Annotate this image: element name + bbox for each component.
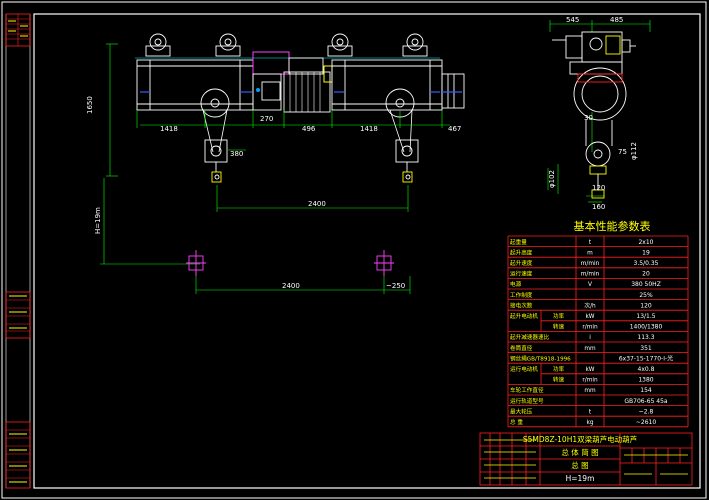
dim-1418-a: 1418 bbox=[160, 125, 178, 133]
dim-2400-b: 2400 bbox=[282, 282, 300, 290]
table-row-label: 工作制度 bbox=[510, 291, 533, 299]
side-dim-phi112: φ112 bbox=[630, 142, 638, 160]
table-row-label: 电源 bbox=[510, 280, 522, 288]
left-hoist-body bbox=[136, 59, 254, 111]
left-top-block bbox=[5, 13, 31, 47]
table-row-unit: r/min bbox=[582, 325, 598, 331]
table-row-unit: mm bbox=[584, 388, 596, 394]
side-dim-30: 30 bbox=[584, 114, 593, 122]
table-row-value: 3.5/0.35 bbox=[634, 260, 659, 267]
left-bottom-block bbox=[5, 421, 31, 489]
table-row-label: 卷筒直径 bbox=[510, 344, 533, 352]
table-row-label: 接电次数 bbox=[510, 301, 533, 309]
parameter-table: 基本性能参数表 起重量 t 2x10 起升高度 m 19 起升速度 m/min 3.5/0.35… bbox=[507, 219, 689, 428]
table-row-unit: m/min bbox=[581, 272, 600, 278]
table-row-value: 351 bbox=[640, 345, 652, 352]
side-dim-160: 160 bbox=[592, 203, 605, 211]
table-row-sublabel: 转速 bbox=[553, 323, 565, 331]
table-row-label: 起升电动机 bbox=[510, 312, 538, 320]
table-row-value: 120 bbox=[640, 302, 652, 309]
table-row-label: 总 重 bbox=[510, 418, 523, 426]
hoist-front-view bbox=[135, 33, 465, 183]
title-block bbox=[479, 432, 693, 486]
table-row-unit: m bbox=[587, 250, 593, 256]
left-middle-block bbox=[5, 291, 31, 339]
trolley-wheels bbox=[145, 33, 428, 57]
dim-1418-b: 1418 bbox=[360, 125, 378, 133]
table-row-unit: mm bbox=[584, 346, 596, 352]
dim-380: 380 bbox=[230, 150, 243, 158]
table-row-value: 1380 bbox=[638, 377, 653, 384]
table-title: 基本性能参数表 bbox=[574, 219, 651, 233]
table-row-sublabel: 功率 bbox=[553, 365, 565, 373]
table-row-value: 154 bbox=[640, 387, 652, 394]
table-row-unit: kg bbox=[586, 420, 593, 426]
table-row-value: 1400/1380 bbox=[630, 324, 663, 331]
dim-lift-height: H=19m bbox=[94, 207, 102, 234]
table-row-value: 113.3 bbox=[637, 334, 654, 341]
title-line3: 总 图 bbox=[571, 460, 588, 470]
side-dim-phi102: φ102 bbox=[548, 170, 556, 188]
title-lift: H=19m bbox=[566, 474, 595, 483]
table-row-value: GB706-65 45a bbox=[624, 398, 668, 405]
table-row-value: 19 bbox=[642, 249, 650, 256]
side-view: 545 485 30 75 φ112 φ102 120 160 bbox=[547, 16, 651, 211]
table-row-value: 4x0.8 bbox=[638, 366, 655, 373]
table-row-value: ~2610 bbox=[636, 419, 656, 426]
right-hook-block bbox=[395, 139, 419, 183]
dim-467: 467 bbox=[448, 125, 461, 133]
center-motor bbox=[252, 51, 333, 113]
table-row-unit: r/min bbox=[582, 378, 598, 384]
table-row-value: 2x10 bbox=[638, 239, 653, 246]
table-row-label: 运行轨道型号 bbox=[510, 397, 544, 405]
table-row-label: 钢丝绳GB/T8918-1996 bbox=[510, 354, 571, 362]
title-model: S5MD8Z-10H1双梁葫芦电动葫芦 bbox=[523, 434, 638, 444]
table-row-label: 起升高度 bbox=[510, 248, 533, 256]
drums bbox=[200, 88, 415, 118]
dim-496: 496 bbox=[302, 125, 316, 133]
table-row-unit: V bbox=[588, 282, 592, 288]
table-row-value: 25% bbox=[639, 292, 653, 299]
table-row-label: 起重量 bbox=[510, 238, 527, 246]
table-row-unit: kW bbox=[585, 314, 594, 320]
table-row-unit: t bbox=[589, 409, 592, 415]
side-dim-545: 545 bbox=[566, 16, 579, 24]
table-row-label: 运行速度 bbox=[510, 270, 533, 278]
table-row-sublabel: 功率 bbox=[553, 312, 565, 320]
dim-2400-a: 2400 bbox=[308, 200, 326, 208]
table-row-unit: t bbox=[589, 240, 592, 246]
left-hook-block bbox=[204, 139, 228, 183]
title-line2: 总 体 简 图 bbox=[561, 447, 598, 457]
table-row-value: 6x37-15-1770-I-光 bbox=[619, 354, 673, 362]
rail-marks bbox=[186, 250, 394, 276]
dim-270: 270 bbox=[260, 115, 273, 123]
table-row-unit: 次/h bbox=[584, 301, 596, 309]
table-row-value: 20 bbox=[642, 271, 650, 278]
table-row-label: 最大轮压 bbox=[510, 407, 533, 415]
right-hoist-body bbox=[331, 59, 465, 111]
table-row-label: 起升速度 bbox=[510, 259, 533, 267]
table-row-value: 380 50HZ bbox=[631, 281, 661, 288]
side-dim-75: 75 bbox=[618, 148, 627, 156]
table-row-label: 车轮工作直径 bbox=[510, 386, 544, 394]
dim-250: ~250 bbox=[386, 282, 405, 290]
table-row-label: 运行电动机 bbox=[510, 365, 538, 373]
table-row-unit: m/min bbox=[581, 261, 600, 267]
table-row-unit: i bbox=[589, 335, 591, 341]
side-dim-120: 120 bbox=[592, 184, 605, 192]
table-row-unit: kW bbox=[585, 367, 594, 373]
table-row-sublabel: 转速 bbox=[553, 376, 565, 384]
side-dim-485: 485 bbox=[610, 16, 623, 24]
table-row-label: 起升减速器速比 bbox=[510, 333, 550, 341]
dim-1650: 1650 bbox=[86, 96, 94, 114]
table-row-value: ~2.8 bbox=[639, 408, 654, 415]
table-row-value: 13/1.5 bbox=[636, 313, 655, 320]
front-view-dimensions bbox=[100, 43, 450, 294]
